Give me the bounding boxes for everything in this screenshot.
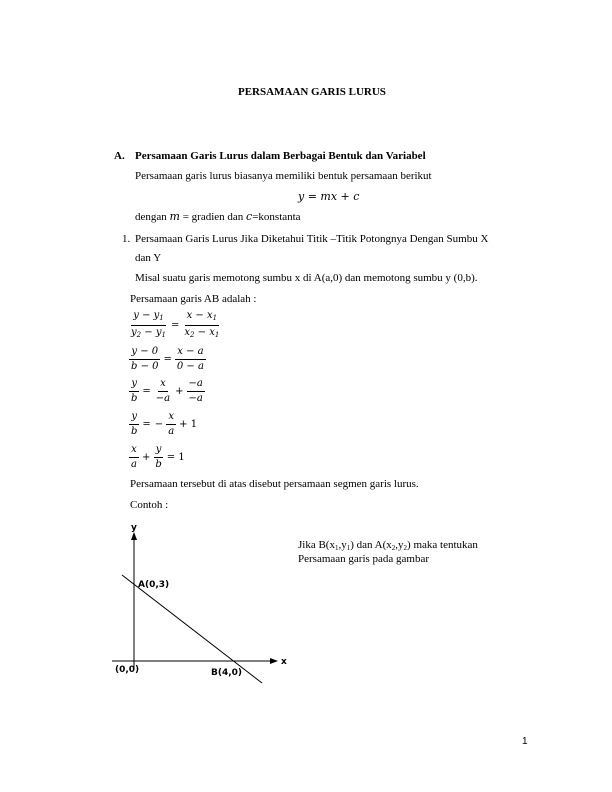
origin-label: (0,0) xyxy=(115,665,139,675)
item-heading-line1: Persamaan Garis Lurus Jika Diketahui Tit… xyxy=(135,233,489,245)
section-heading: Persamaan Garis Lurus dalam Berbagai Ben… xyxy=(135,150,426,162)
line-graph: y x A(0,3) B(4,0) (0,0) xyxy=(112,523,287,684)
graph-line xyxy=(121,574,263,684)
ab-intro: Persamaan garis AB adalah : xyxy=(130,293,257,305)
question-line2: Persamaan garis pada gambar xyxy=(298,553,430,565)
intro-text: Persamaan garis lurus biasanya memiliki … xyxy=(135,170,432,182)
section-letter: A. xyxy=(114,150,125,162)
example-label: Contoh : xyxy=(130,499,169,511)
page-number: 1 xyxy=(522,736,528,747)
item-heading-line2: dan Y xyxy=(135,252,162,264)
segment-note: Persamaan tersebut di atas disebut persa… xyxy=(130,478,419,490)
x-axis-arrow xyxy=(270,658,278,664)
definition-text: dengan m = gradien dan c=konstanta xyxy=(135,210,301,223)
x-axis-label: x xyxy=(281,657,287,667)
y-axis-label: y xyxy=(131,523,137,533)
item-number: 1. xyxy=(122,233,131,245)
general-equation: y = mx + c xyxy=(298,190,360,203)
page-title: PERSAMAAN GARIS LURUS xyxy=(238,86,386,98)
point-a-label: A(0,3) xyxy=(138,580,169,590)
point-b-label: B(4,0) xyxy=(211,668,242,678)
y-axis-arrow xyxy=(131,532,137,540)
item-text: Misal suatu garis memotong sumbu x di A(… xyxy=(135,272,478,284)
question-line1: Jika B(x1,y1) dan A(x2,y2) maka tentukan xyxy=(298,539,478,552)
